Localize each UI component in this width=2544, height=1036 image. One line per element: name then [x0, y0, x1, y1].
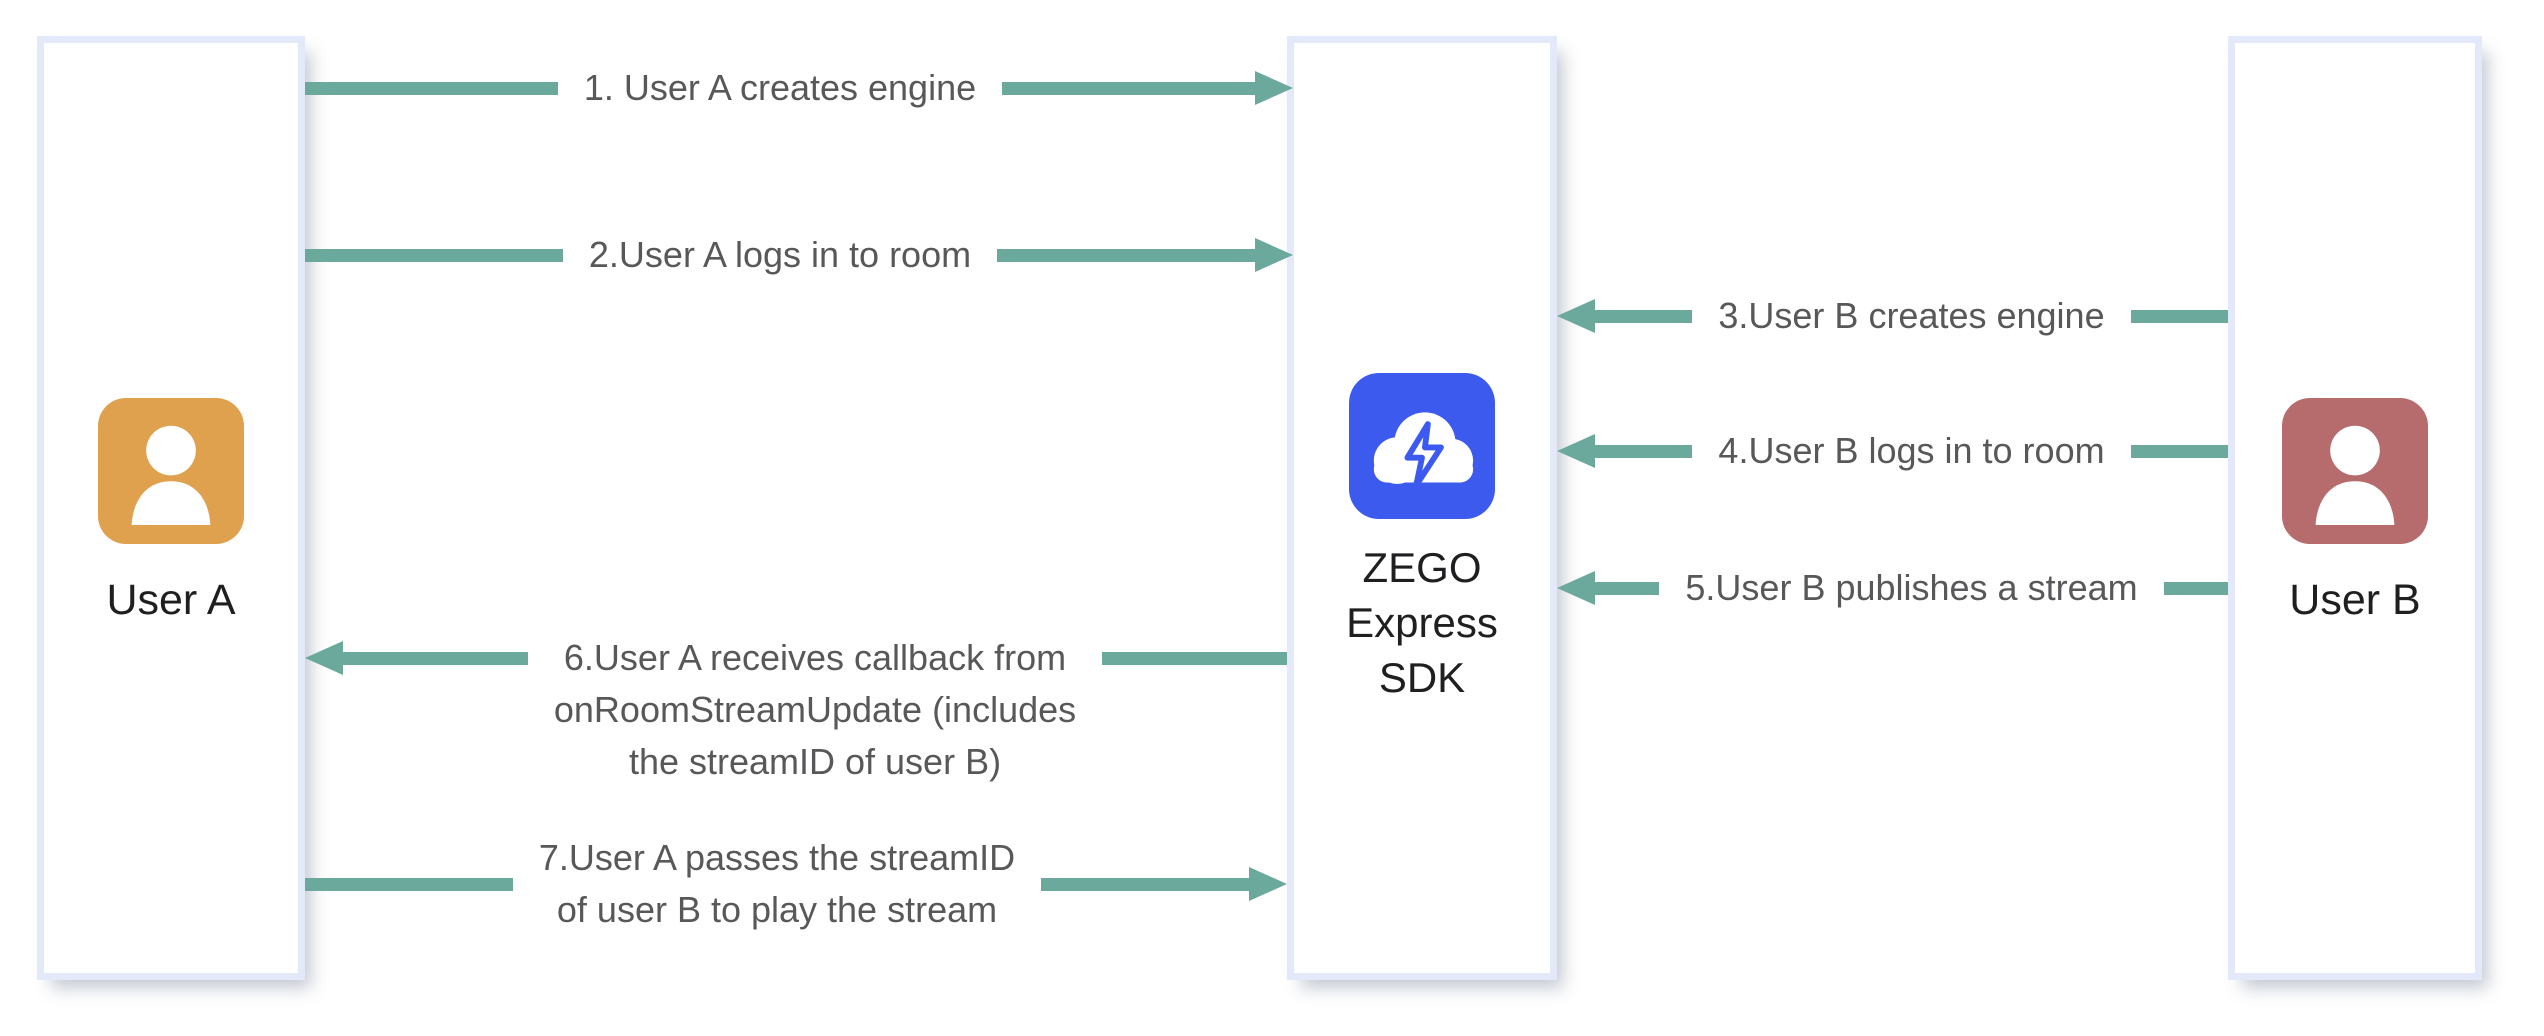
user-a-avatar-icon: [98, 398, 244, 544]
arrow-line: [1595, 309, 1693, 323]
entity-user-b: User B: [2228, 36, 2482, 980]
arrow-step-1: 1. User A creates engine: [305, 62, 1293, 114]
arrow-step-4: 4.User B logs in to room: [1557, 425, 2228, 477]
arrow-step-5: 5.User B publishes a stream: [1557, 562, 2229, 614]
arrowhead-left-icon: [1557, 571, 1595, 605]
user-a-label: User A: [106, 576, 236, 624]
user-b-avatar-icon: [2282, 398, 2428, 544]
zego-sdk-label: ZEGO Express SDK: [1346, 544, 1498, 701]
arrow-label-1: 1. User A creates engine: [583, 67, 977, 108]
arrow-line: [1595, 444, 1693, 458]
cloud-lightning-icon: [1349, 373, 1495, 519]
arrowhead-right-icon: [1255, 238, 1293, 272]
user-b-label: User B: [2289, 576, 2421, 624]
arrow-step-6: 6.User A receives callback from onRoomSt…: [305, 632, 1288, 788]
arrowhead-right-icon: [1255, 71, 1293, 105]
arrow-line: [305, 248, 563, 262]
arrow-line: [997, 248, 1255, 262]
arrowhead-right-icon: [1249, 867, 1287, 901]
arrow-line: [1595, 581, 1660, 595]
arrow-line: [1041, 877, 1249, 891]
arrow-line: [1002, 81, 1255, 95]
arrow-label-3: 3.User B creates engine: [1718, 295, 2105, 336]
entity-zego-express-sdk: ZEGO Express SDK: [1287, 36, 1557, 980]
arrow-step-3: 3.User B creates engine: [1557, 290, 2228, 342]
arrow-label-5: 5.User B publishes a stream: [1685, 567, 2138, 608]
arrow-line: [343, 652, 528, 665]
arrowhead-left-icon: [1557, 434, 1595, 468]
arrow-line: [305, 877, 513, 891]
arrow-step-7: 7.User A passes the streamID of user B t…: [305, 832, 1287, 936]
entity-user-a: User A: [37, 36, 305, 980]
arrow-label-4: 4.User B logs in to room: [1718, 430, 2105, 471]
arrow-line: [1102, 652, 1288, 665]
arrow-label-7: 7.User A passes the streamID of user B t…: [538, 837, 1016, 930]
arrowhead-left-icon: [305, 641, 343, 675]
arrow-line: [2130, 444, 2228, 458]
arrow-line: [2163, 581, 2229, 595]
arrow-label-2: 2.User A logs in to room: [588, 234, 972, 275]
arrow-step-2: 2.User A logs in to room: [305, 229, 1293, 281]
arrow-line: [2130, 309, 2228, 323]
arrow-label-6: 6.User A receives callback from onRoomSt…: [553, 637, 1077, 782]
arrow-line: [305, 81, 558, 95]
arrowhead-left-icon: [1557, 299, 1595, 333]
